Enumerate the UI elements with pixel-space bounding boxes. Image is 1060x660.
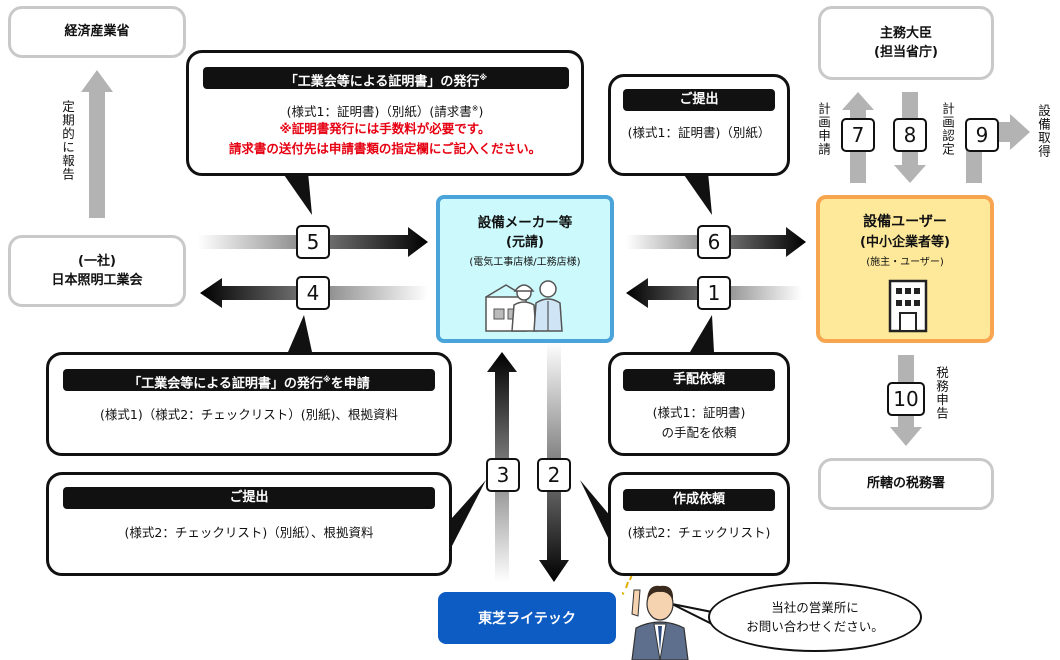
toshiba-lighting-button[interactable]: 東芝ライテック [438, 592, 616, 644]
step1-line1: (様式1：証明書) [652, 405, 746, 420]
step-3-badge: 3 [486, 458, 520, 492]
tax-office-box: 所轄の税務署 [818, 458, 994, 510]
step6-header: ご提出 [623, 89, 775, 111]
step-6-badge: 6 [697, 225, 731, 259]
step5-box: 「工業会等による証明書」の発行※ (様式1：証明書)（別紙）(請求書※) ※証明… [186, 50, 584, 176]
maker-note: (電気工事店様/工務店様) [469, 257, 581, 268]
jlma-box: (一社) 日本照明工業会 [8, 235, 186, 307]
equip-acquire-label: 設備取得 [1036, 104, 1051, 158]
step-4-badge: 4 [296, 276, 330, 310]
meti-box: 経済産業省 [8, 6, 186, 58]
plan-approve-label: 計画認定 [940, 102, 955, 156]
step-2-badge: 2 [537, 458, 571, 492]
pointer-step5 [282, 172, 312, 215]
user-sub: (中小企業者等) [860, 235, 950, 250]
meti-label: 経済産業省 [64, 24, 130, 40]
step5-line1: (様式1：証明書)（別紙）(請求書※) [189, 99, 581, 121]
minister-box: 主務大臣 (担当省庁) [818, 6, 994, 80]
step5-header-text: 「工業会等による証明書」の発行 [284, 74, 480, 90]
pointer-step4 [288, 315, 312, 352]
step4-box: 「工業会等による証明書」の発行※を申請 (様式1)（様式2：チェックリスト）(別… [46, 352, 452, 456]
step5-line1-text: (様式1：証明書)（別紙）(請求書 [286, 104, 472, 120]
step5-line1-end: ) [478, 104, 484, 120]
step3-box: ご提出 (様式2：チェックリスト)（別紙）、根拠資料 [46, 472, 452, 576]
step6-line1: (様式1：証明書)（別紙） [627, 125, 771, 140]
toshiba-label: 東芝ライテック [478, 611, 576, 627]
arrow-report [81, 70, 113, 218]
step-7-badge: 7 [841, 118, 875, 152]
user-note: (施主・ユーザー) [866, 257, 944, 268]
speech-line1: 当社の営業所に [771, 600, 859, 615]
step-5-badge: 5 [296, 225, 330, 259]
salesman-illustration [622, 576, 689, 660]
step3-header: ご提出 [63, 487, 435, 509]
step5-red1: ※証明書発行には手数料が必要です。 [279, 121, 491, 136]
step1-line2: の手配を依頼 [661, 425, 737, 440]
step2-line1: (様式2：チェックリスト) [627, 525, 771, 540]
step5-header: 「工業会等による証明書」の発行※ [203, 67, 569, 89]
minister-line1: 主務大臣 [879, 25, 932, 41]
pointer-step3 [452, 480, 486, 546]
speech-line2: お問い合わせください。 [746, 619, 884, 634]
step1-header: 手配依頼 [623, 369, 775, 391]
tax-return-label: 税務申告 [934, 366, 949, 420]
step4-header-mark: ※ [322, 375, 331, 384]
maker-box: 設備メーカー等 (元請) (電気工事店様/工務店様) [436, 195, 614, 343]
user-box: 設備ユーザー (中小企業者等) (施主・ユーザー) [816, 195, 994, 343]
step4-header-end: を申請 [330, 376, 370, 392]
step-1-badge: 1 [697, 276, 731, 310]
pointer-step1 [690, 315, 714, 352]
pointer-step2 [580, 480, 612, 546]
step5-line1-mark: ※ [471, 104, 479, 113]
maker-title: 設備メーカー等 [477, 215, 573, 231]
step5-red2: 請求書の送付先は申請書類の指定欄にご記入ください。 [228, 141, 542, 156]
maker-sub: (元請) [506, 235, 544, 250]
jlma-line2: 日本照明工業会 [51, 273, 143, 288]
step-10-badge: 10 [887, 382, 925, 416]
building-icon [888, 279, 928, 333]
step2-header: 作成依頼 [623, 489, 775, 511]
pointer-step6 [682, 172, 712, 215]
tax-office-label: 所轄の税務署 [866, 476, 945, 492]
step4-header-text: 「工業会等による証明書」の発行 [128, 376, 323, 392]
step4-header: 「工業会等による証明書」の発行※を申請 [63, 369, 435, 391]
jlma-line1: (一社) [78, 253, 116, 269]
contact-speech-bubble: 当社の営業所に お問い合わせください。 [708, 582, 922, 652]
minister-line2: (担当省庁) [874, 45, 938, 60]
step3-line1: (様式2：チェックリスト)（別紙）、根拠資料 [124, 525, 374, 540]
step4-line1: (様式1)（様式2：チェックリスト）(別紙)、根拠資料 [100, 407, 398, 422]
user-title: 設備ユーザー [863, 214, 947, 230]
workers-illustration [485, 280, 563, 332]
step6-box: ご提出 (様式1：証明書)（別紙） [608, 74, 790, 176]
step5-header-mark: ※ [479, 73, 488, 82]
plan-apply-label: 計画申請 [816, 102, 831, 156]
step1-box: 手配依頼 (様式1：証明書) の手配を依頼 [608, 352, 790, 456]
step-9-badge: 9 [965, 118, 999, 152]
step-8-badge: 8 [893, 118, 927, 152]
step2-box: 作成依頼 (様式2：チェックリスト) [608, 472, 790, 576]
report-label-text: 定期的に報告 [60, 100, 75, 181]
